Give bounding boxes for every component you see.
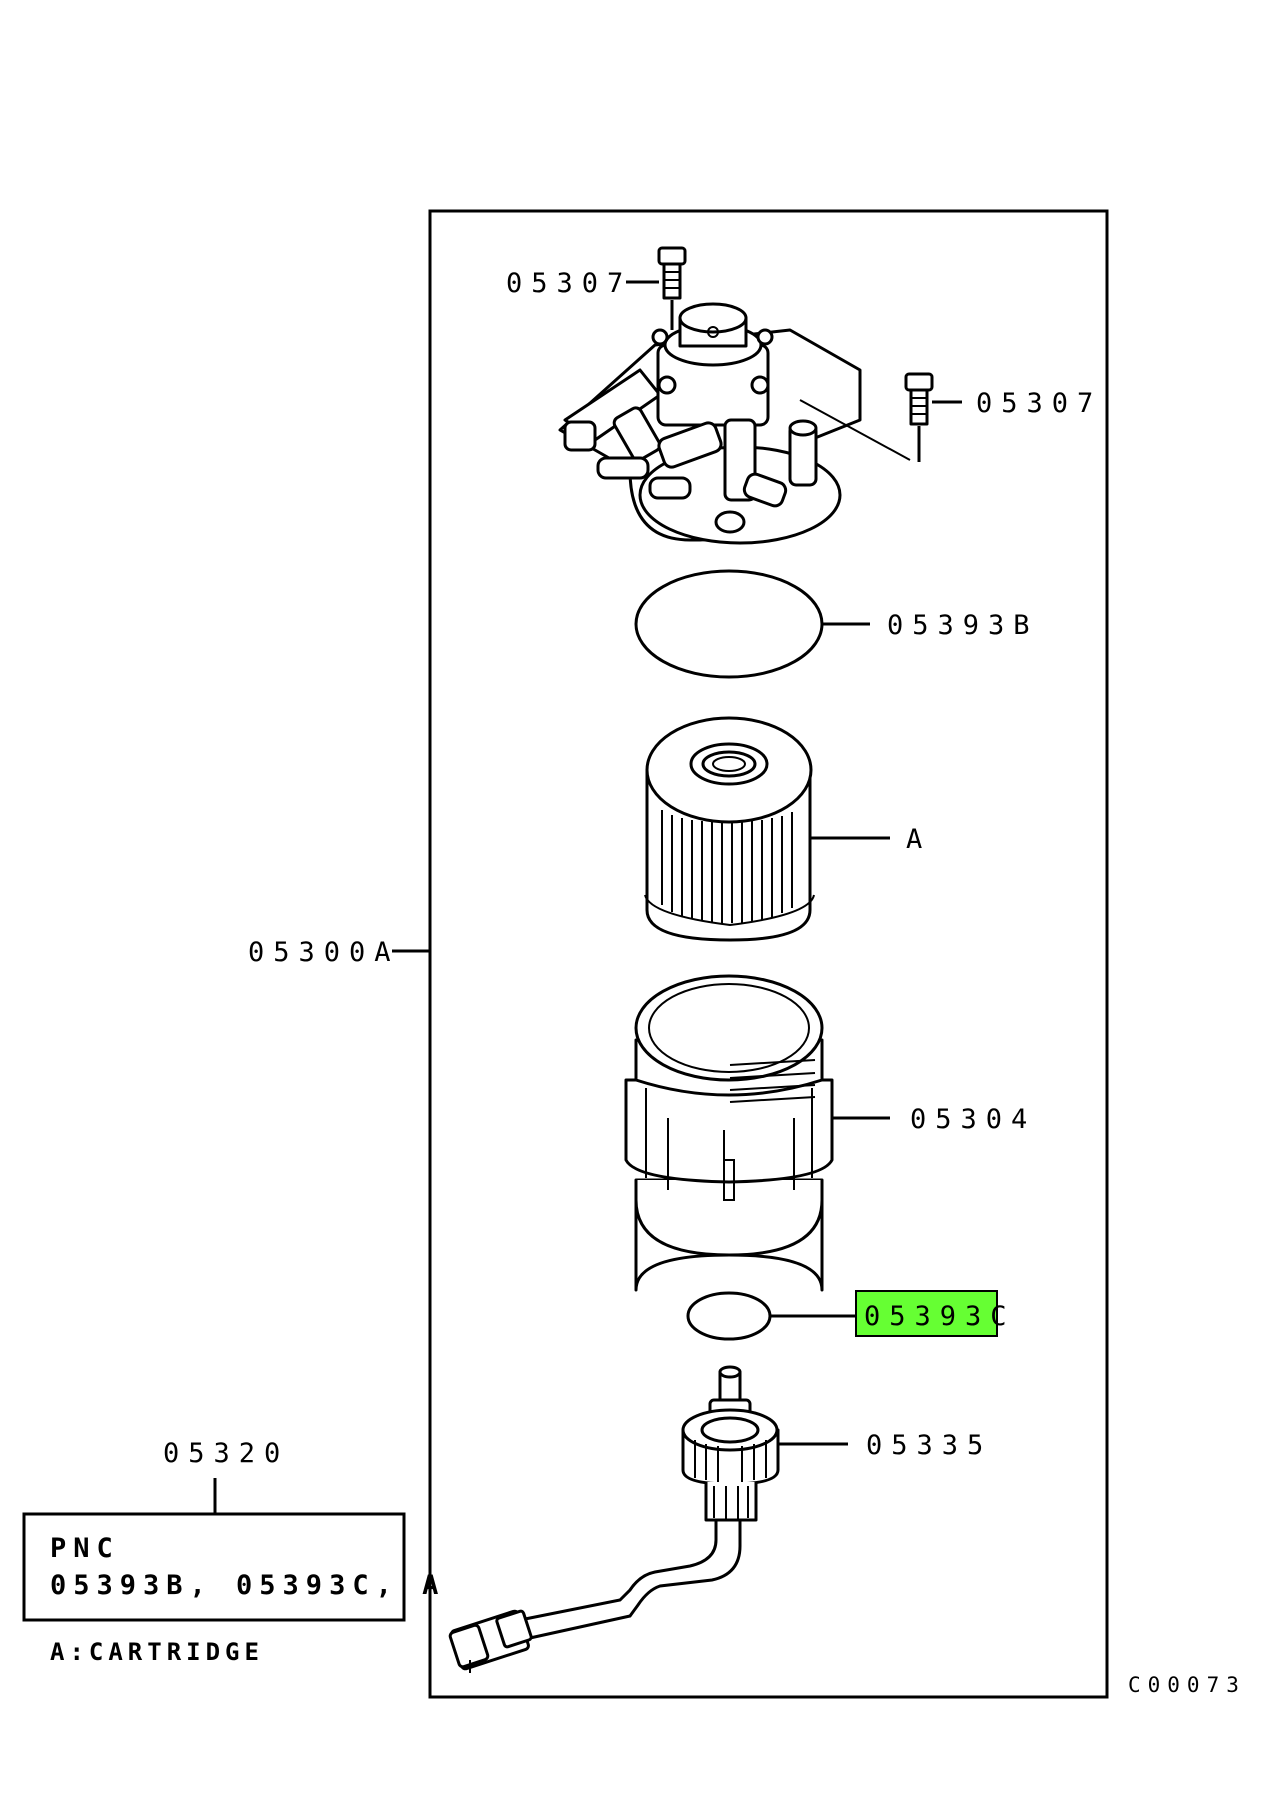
assembly-frame [428,209,1109,1699]
oring-small [686,1291,772,1341]
footnote: A:CARTRIDGE [50,1638,264,1666]
filter-head [558,302,911,545]
kit-box-line1: PNC [50,1533,120,1564]
bolt-top [657,246,687,330]
label-bowl: 05304 [910,1104,1036,1135]
bowl [624,974,834,1292]
label-bolt-right: 05307 [976,388,1102,419]
bolt-right [904,372,934,462]
label-sensor: 05335 [866,1430,992,1461]
cartridge [644,716,815,942]
kit-box [22,1512,406,1622]
label-oring-large: 05393B [887,610,1039,641]
label-bolt-top: 05307 [506,268,632,299]
highlight-box[interactable] [855,1290,998,1337]
oring-large [634,569,824,679]
kit-box-line2: 05393B, 05393C, A [50,1570,445,1601]
label-assembly: 05300A [248,937,400,968]
water-sensor [448,1365,780,1673]
label-cartridge: A [906,824,931,855]
label-kit: 05320 [163,1438,289,1469]
ref-code: C00073 [1128,1673,1246,1697]
label-oring-small[interactable]: 05393C [864,1301,1016,1332]
